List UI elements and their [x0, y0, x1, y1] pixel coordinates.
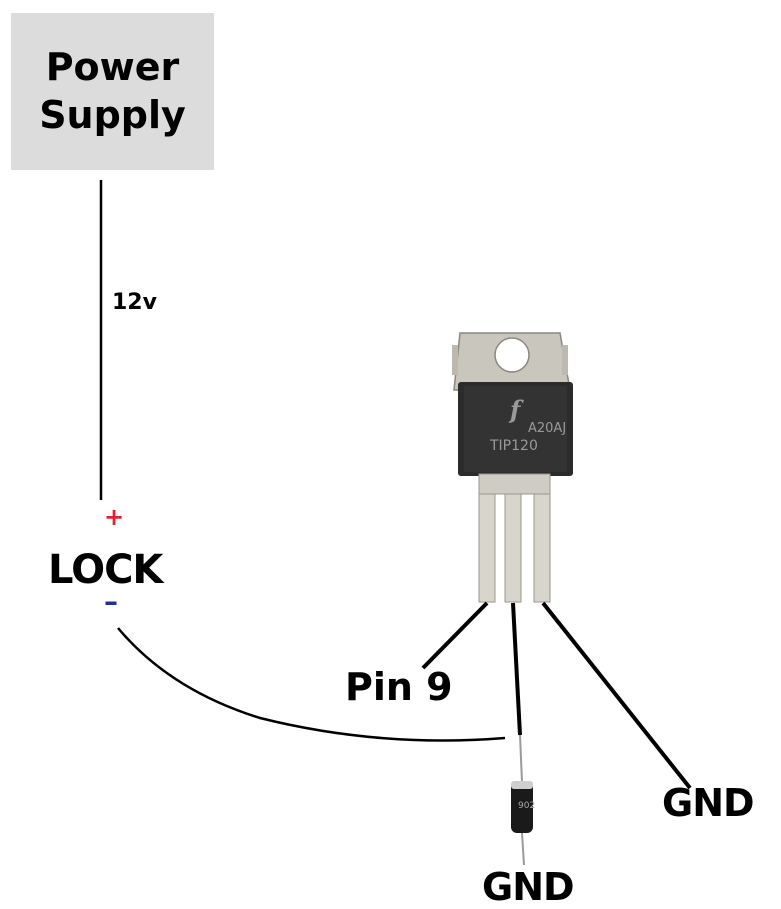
power-supply-label: Power Supply	[11, 43, 214, 139]
wire-gnd-right	[541, 601, 692, 790]
voltage-label: 12v	[112, 290, 157, 315]
diode-lead-bottom	[521, 832, 525, 866]
power-supply-line2: Supply	[39, 93, 186, 137]
diode	[511, 734, 533, 866]
gnd-bottom-label: GND	[482, 865, 575, 909]
diode-band	[511, 781, 533, 789]
wire-lock-negative	[117, 627, 506, 742]
lock-label: LOCK	[48, 547, 163, 593]
power-supply-line1: Power	[45, 45, 180, 89]
wire-collector	[511, 602, 522, 736]
diode-body	[511, 781, 533, 833]
transistor-brand-mark: f	[508, 395, 524, 424]
diode-lead-top	[519, 734, 523, 783]
lock-minus-terminal: –	[104, 585, 118, 618]
diode-marking: 902	[518, 801, 535, 811]
lock-plus-terminal: +	[104, 503, 125, 531]
transistor-model: TIP120	[489, 438, 538, 454]
wire-pin9	[421, 601, 489, 670]
gnd-right-label: GND	[662, 781, 755, 825]
transistor-code: A20AJ	[528, 421, 566, 436]
transistor	[452, 332, 573, 603]
power-supply-box: Power Supply	[11, 13, 214, 170]
transistor-hole	[494, 337, 530, 373]
pin9-label: Pin 9	[345, 665, 453, 709]
